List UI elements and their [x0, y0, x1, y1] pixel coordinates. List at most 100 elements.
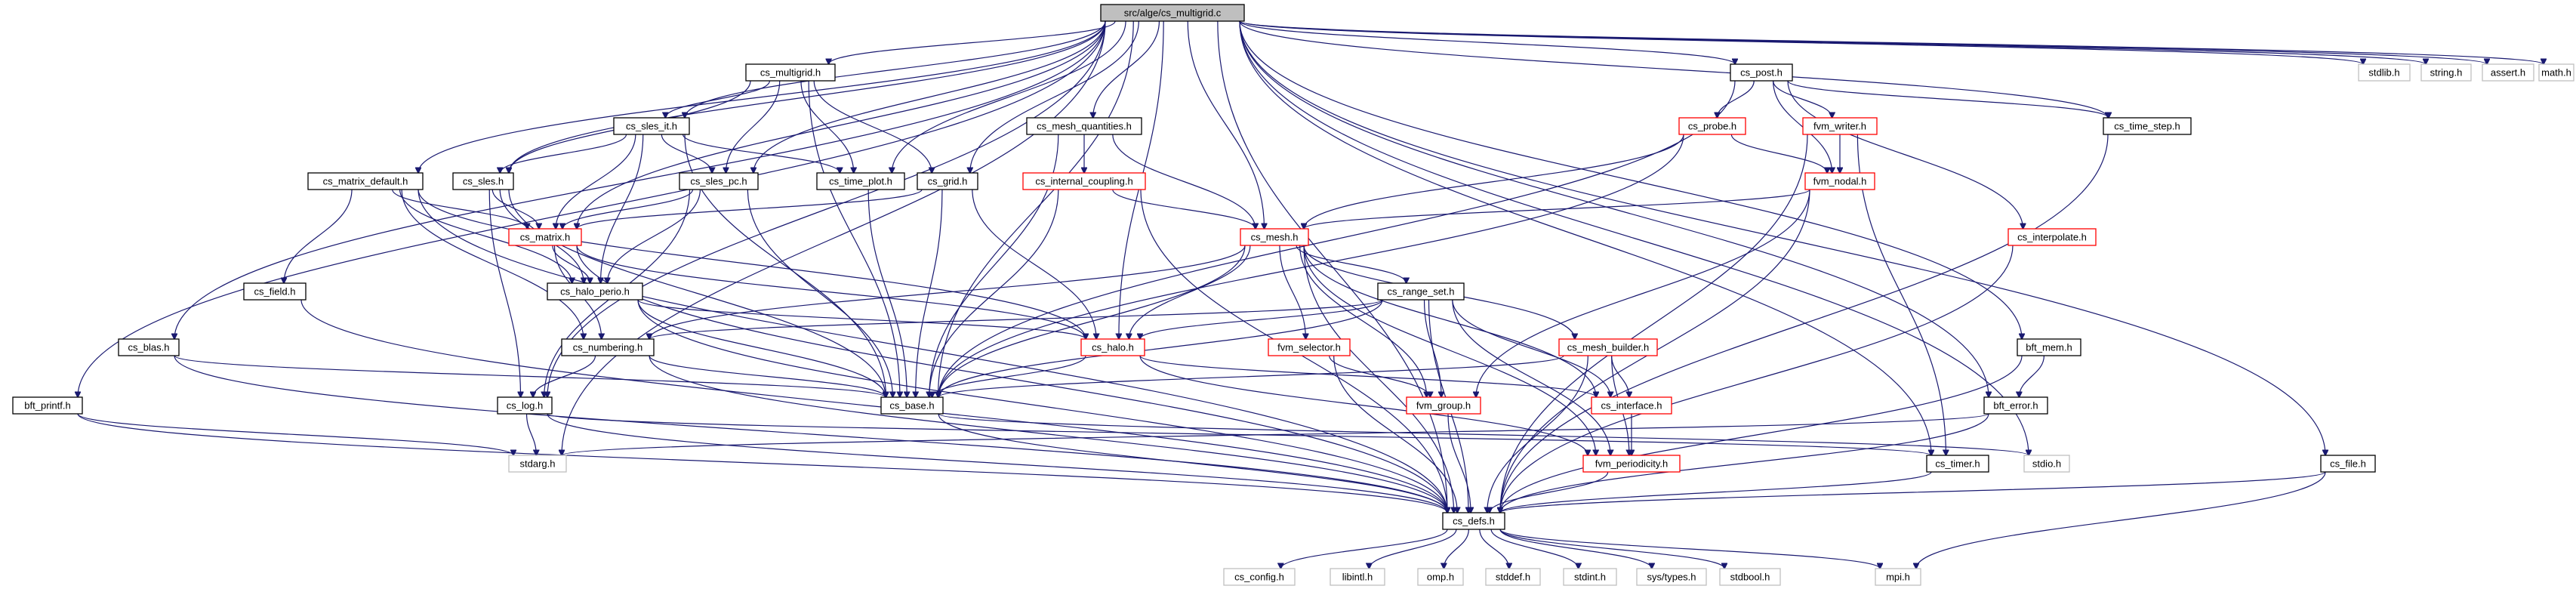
edge-cs_defs_h-to-mpi_h: [1499, 529, 1880, 569]
node-box-cs_post_h: [1730, 63, 1793, 82]
node-box-cs_interpolate_h: [2007, 228, 2097, 246]
edge-root-to-cs_file_h: [1239, 20, 2325, 455]
node-cs_internal_coupling_h[interactable]: cs_internal_coupling.h: [1022, 172, 1146, 190]
node-box-cs_mesh_h: [1240, 228, 1309, 246]
node-cs_defs_h[interactable]: cs_defs.h: [1442, 512, 1505, 530]
node-cs_sles_h[interactable]: cs_sles.h: [452, 172, 514, 190]
edge-root-to-cs_matrix_default_h: [418, 20, 1106, 173]
edge-cs_halo_perio_h-to-cs_defs_h: [637, 299, 1447, 513]
edge-fvm_selector_h-to-fvm_group_h: [1329, 355, 1431, 397]
node-box-cs_time_plot_h: [816, 172, 905, 190]
edge-root-to-cs_base_h: [938, 20, 1134, 397]
node-bft_error_h[interactable]: bft_error.h: [1983, 396, 2048, 415]
edge-root-to-cs_mesh_h: [1187, 20, 1264, 229]
node-cs_probe_h[interactable]: cs_probe.h: [1678, 117, 1746, 135]
node-cs_mesh_quantities_h[interactable]: cs_mesh_quantities.h: [1026, 117, 1142, 135]
node-fvm_writer_h[interactable]: fvm_writer.h: [1802, 117, 1878, 135]
node-box-cs_matrix_default_h: [307, 172, 424, 190]
node-box-omp_h: [1417, 568, 1464, 586]
node-cs_time_step_h[interactable]: cs_time_step.h: [2103, 117, 2192, 135]
edge-cs_range_set_h-to-cs_base_h: [938, 299, 1383, 397]
edge-cs_defs_h-to-sys_types_h: [1499, 529, 1652, 569]
edge-fvm_selector_h-to-cs_defs_h: [1333, 355, 1458, 513]
node-bft_mem_h[interactable]: bft_mem.h: [2017, 338, 2081, 356]
node-label-cs_halo_perio_h: cs_halo_perio.h: [560, 286, 630, 298]
edge-cs_mesh_h-to-cs_halo_h: [1129, 245, 1251, 339]
node-cs_mesh_h[interactable]: cs_mesh.h: [1240, 228, 1309, 246]
node-box-fvm_selector_h: [1268, 338, 1351, 356]
edge-fvm_nodal_h-to-fvm_group_h: [1476, 189, 1810, 397]
node-box-cs_file_h: [2320, 455, 2376, 473]
node-label-fvm_nodal_h: fvm_nodal.h: [1813, 176, 1867, 187]
edge-fvm_nodal_h-to-cs_mesh_h: [1304, 189, 1810, 229]
node-cs_log_h[interactable]: cs_log.h: [497, 396, 553, 415]
node-cs_base_h[interactable]: cs_base.h: [880, 396, 944, 415]
node-label-cs_log_h: cs_log.h: [507, 400, 543, 412]
edge-cs_mesh_builder_h-to-cs_base_h: [938, 355, 1564, 397]
node-fvm_periodicity_h[interactable]: fvm_periodicity.h: [1582, 455, 1681, 473]
node-cs_interpolate_h[interactable]: cs_interpolate.h: [2007, 228, 2097, 246]
edge-cs_matrix_default_h-to-cs_halo_perio_h: [399, 189, 572, 283]
edge-cs_matrix_default_h-to-cs_halo_h: [418, 189, 1086, 339]
node-cs_sles_pc_h[interactable]: cs_sles_pc.h: [679, 172, 759, 190]
node-label-cs_sles_pc_h: cs_sles_pc.h: [690, 176, 747, 187]
node-fvm_selector_h[interactable]: fvm_selector.h: [1268, 338, 1351, 356]
node-label-cs_time_plot_h: cs_time_plot.h: [829, 176, 892, 187]
node-cs_grid_h[interactable]: cs_grid.h: [917, 172, 978, 190]
edge-cs_matrix_default_h-to-cs_numbering_h: [401, 189, 584, 339]
node-box-root: [1100, 4, 1245, 22]
node-cs_multigrid_h[interactable]: cs_multigrid.h: [745, 63, 836, 82]
node-cs_matrix_h[interactable]: cs_matrix.h: [508, 228, 582, 246]
node-box-stddef_h: [1485, 568, 1541, 586]
node-fvm_group_h[interactable]: fvm_group.h: [1406, 396, 1481, 415]
node-label-cs_multigrid_h: cs_multigrid.h: [760, 67, 821, 79]
node-box-cs_mesh_quantities_h: [1026, 117, 1142, 135]
node-cs_halo_perio_h[interactable]: cs_halo_perio.h: [547, 282, 643, 301]
edge-root-to-stdarg_h: [562, 20, 1106, 455]
edge-cs_mesh_h-to-fvm_periodicity_h: [1303, 245, 1596, 455]
node-label-cs_internal_coupling_h: cs_internal_coupling.h: [1035, 176, 1132, 187]
node-string_h: string.h: [2420, 63, 2472, 82]
node-box-cs_multigrid_h: [745, 63, 836, 82]
node-label-cs_interpolate_h: cs_interpolate.h: [2017, 232, 2087, 243]
node-label-cs_matrix_h: cs_matrix.h: [520, 232, 570, 243]
node-fvm_nodal_h[interactable]: fvm_nodal.h: [1804, 172, 1875, 190]
node-cs_post_h[interactable]: cs_post.h: [1730, 63, 1793, 82]
edge-root-to-cs_timer_h: [1239, 20, 1931, 455]
node-box-stdarg_h: [508, 455, 567, 473]
node-cs_interface_h[interactable]: cs_interface.h: [1591, 396, 1672, 415]
node-root[interactable]: src/alge/cs_multigrid.c: [1100, 4, 1245, 22]
node-box-sys_types_h: [1636, 568, 1707, 586]
node-stdbool_h: stdbool.h: [1719, 568, 1781, 586]
edge-root-to-cs_log_h: [547, 20, 1106, 397]
node-cs_field_h[interactable]: cs_field.h: [243, 282, 307, 301]
node-cs_blas_h[interactable]: cs_blas.h: [118, 338, 180, 356]
edge-cs_matrix_default_h-to-cs_defs_h: [418, 189, 1447, 513]
node-label-sys_types_h: sys/types.h: [1647, 572, 1696, 583]
node-cs_matrix_default_h[interactable]: cs_matrix_default.h: [307, 172, 424, 190]
node-cs_numbering_h[interactable]: cs_numbering.h: [561, 338, 655, 356]
node-box-stdio_h: [2023, 455, 2070, 473]
node-bft_printf_h[interactable]: bft_printf.h: [12, 396, 83, 415]
node-label-cs_sles_h: cs_sles.h: [463, 176, 504, 187]
node-cs_file_h[interactable]: cs_file.h: [2320, 455, 2376, 473]
node-math_h: math.h: [2538, 63, 2574, 82]
edge-cs_numbering_h-to-cs_base_h: [649, 355, 886, 397]
edge-root-to-cs_matrix_h: [577, 20, 1106, 229]
node-cs_range_set_h[interactable]: cs_range_set.h: [1377, 282, 1465, 301]
node-cs_time_plot_h[interactable]: cs_time_plot.h: [816, 172, 905, 190]
node-cs_sles_it_h[interactable]: cs_sles_it.h: [613, 117, 690, 135]
edge-cs_timer_h-to-cs_defs_h: [1500, 471, 1932, 513]
edge-root-to-cs_post_h: [1239, 20, 1735, 64]
edge-cs_defs_h-to-stdbool_h: [1499, 529, 1724, 569]
node-cs_timer_h[interactable]: cs_timer.h: [1926, 455, 1989, 473]
edge-cs_mesh_builder_h-to-cs_defs_h: [1487, 355, 1588, 513]
edge-cs_range_set_h-to-cs_numbering_h: [649, 299, 1383, 339]
node-libintl_h: libintl.h: [1330, 568, 1385, 586]
node-box-cs_probe_h: [1678, 117, 1746, 135]
node-cs_halo_h[interactable]: cs_halo.h: [1080, 338, 1145, 356]
edge-cs_mesh_quantities_h-to-cs_mesh_h: [1112, 134, 1256, 229]
node-cs_mesh_builder_h[interactable]: cs_mesh_builder.h: [1558, 338, 1658, 356]
node-label-stdio_h: stdio.h: [2032, 458, 2061, 470]
